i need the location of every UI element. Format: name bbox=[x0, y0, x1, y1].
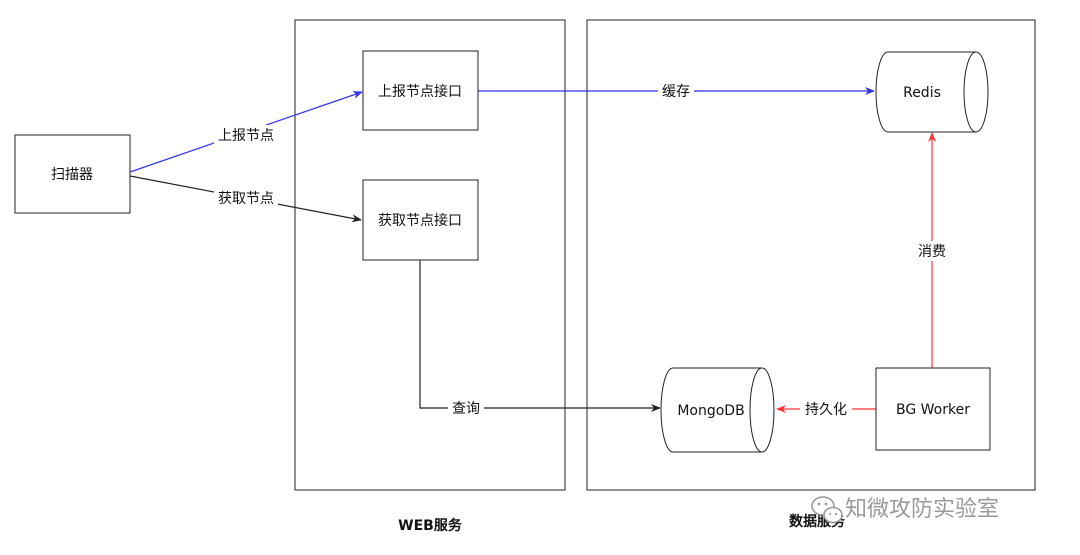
node-bg-worker: BG Worker bbox=[875, 367, 991, 451]
node-report-api: 上报节点接口 bbox=[362, 50, 479, 131]
node-scanner: 扫描器 bbox=[14, 134, 131, 214]
node-mongodb: MongoDB bbox=[660, 367, 775, 453]
data-service-group bbox=[586, 19, 1036, 491]
edge-report-label-group: 上报节点 bbox=[214, 125, 278, 145]
edge-cache-label: 缓存 bbox=[662, 84, 690, 100]
wechat-icon bbox=[811, 496, 843, 524]
node-redis: Redis bbox=[875, 51, 989, 133]
edge-query-label: 查询 bbox=[452, 401, 480, 417]
edge-fetch-label: 获取节点 bbox=[218, 191, 274, 207]
web-service-group bbox=[294, 19, 566, 491]
edge-persist-label: 持久化 bbox=[805, 402, 847, 418]
node-fetch-api-label: 获取节点接口 bbox=[378, 212, 462, 229]
edge-query-label-group: 查询 bbox=[448, 399, 484, 418]
watermark-text: 知微攻防实验室 bbox=[845, 497, 999, 522]
edge-report-label: 上报节点 bbox=[218, 128, 274, 144]
edge-fetch-label-group: 获取节点 bbox=[214, 188, 278, 208]
node-scanner-label: 扫描器 bbox=[51, 167, 93, 183]
edge-persist-label-group: 持久化 bbox=[800, 400, 852, 419]
edge-query bbox=[419, 260, 661, 412]
edge-cache-label-group: 缓存 bbox=[658, 82, 694, 101]
edge-consume-label: 消费 bbox=[918, 244, 946, 260]
watermark: 知微攻防实验室 bbox=[811, 496, 999, 524]
node-fetch-api: 获取节点接口 bbox=[362, 179, 479, 261]
node-report-api-label: 上报节点接口 bbox=[378, 83, 462, 100]
edge-consume-label-group: 消费 bbox=[914, 241, 950, 261]
web-service-title: WEB服务 bbox=[398, 517, 463, 534]
node-redis-label: Redis bbox=[903, 85, 941, 101]
node-mongodb-label: MongoDB bbox=[677, 403, 744, 419]
node-bg-worker-label: BG Worker bbox=[896, 402, 970, 418]
